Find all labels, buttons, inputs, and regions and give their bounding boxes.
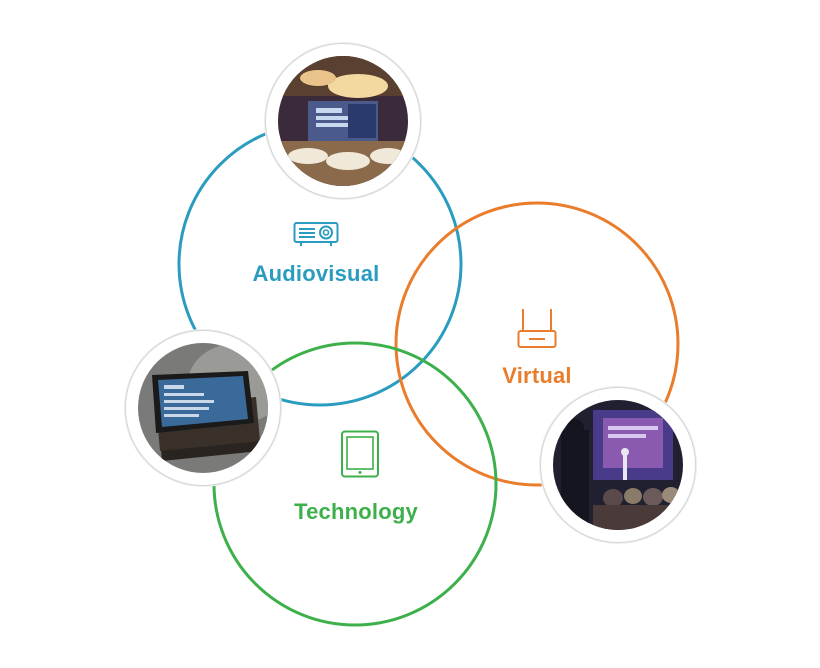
audience-stage-photo — [553, 400, 683, 530]
technology-circle — [212, 341, 498, 627]
virtual-circle — [394, 201, 680, 487]
technology-label: Technology — [294, 499, 418, 524]
wifi-router-icon — [517, 307, 557, 356]
stacked-tablets-photo — [138, 343, 268, 473]
projector-icon — [293, 218, 339, 253]
audiovisual-label: Audiovisual — [252, 261, 380, 286]
virtual-label: Virtual — [502, 363, 572, 388]
tablet-icon — [340, 430, 380, 483]
conference-room-photo — [278, 56, 408, 186]
